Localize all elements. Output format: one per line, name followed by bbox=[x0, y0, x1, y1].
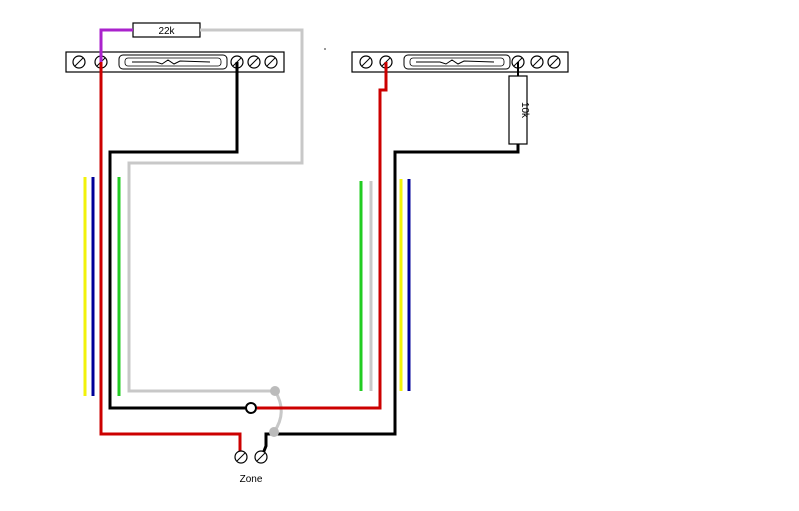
grey-node-bottom bbox=[269, 427, 279, 437]
junction-node bbox=[245, 402, 257, 414]
resistor-10k-label: 10k bbox=[519, 102, 530, 119]
right-strip-screw-4 bbox=[530, 55, 544, 69]
grey-node-top bbox=[270, 386, 280, 396]
right-strip-screw-1 bbox=[359, 55, 373, 69]
zone-label: Zone bbox=[240, 474, 263, 485]
wire-purple bbox=[99, 28, 133, 62]
left-strip-screw-1 bbox=[72, 55, 86, 69]
wire-black-left bbox=[108, 62, 251, 410]
zone-terminal-2 bbox=[254, 450, 268, 464]
wire-grey bbox=[127, 28, 304, 393]
zone-terminal-1 bbox=[234, 450, 248, 464]
left-strip-screw-4 bbox=[247, 55, 261, 69]
wire-grey-link bbox=[272, 390, 283, 433]
left-strip-screw-5 bbox=[264, 55, 278, 69]
left-terminal-strip bbox=[65, 51, 285, 73]
resistor-22k-label: 22k bbox=[158, 26, 175, 37]
wire-red-left bbox=[99, 62, 242, 456]
wire-red-right bbox=[257, 62, 388, 410]
wire-black-right bbox=[260, 144, 520, 457]
right-strip-screw-5 bbox=[547, 55, 561, 69]
stray-dot bbox=[324, 48, 326, 50]
